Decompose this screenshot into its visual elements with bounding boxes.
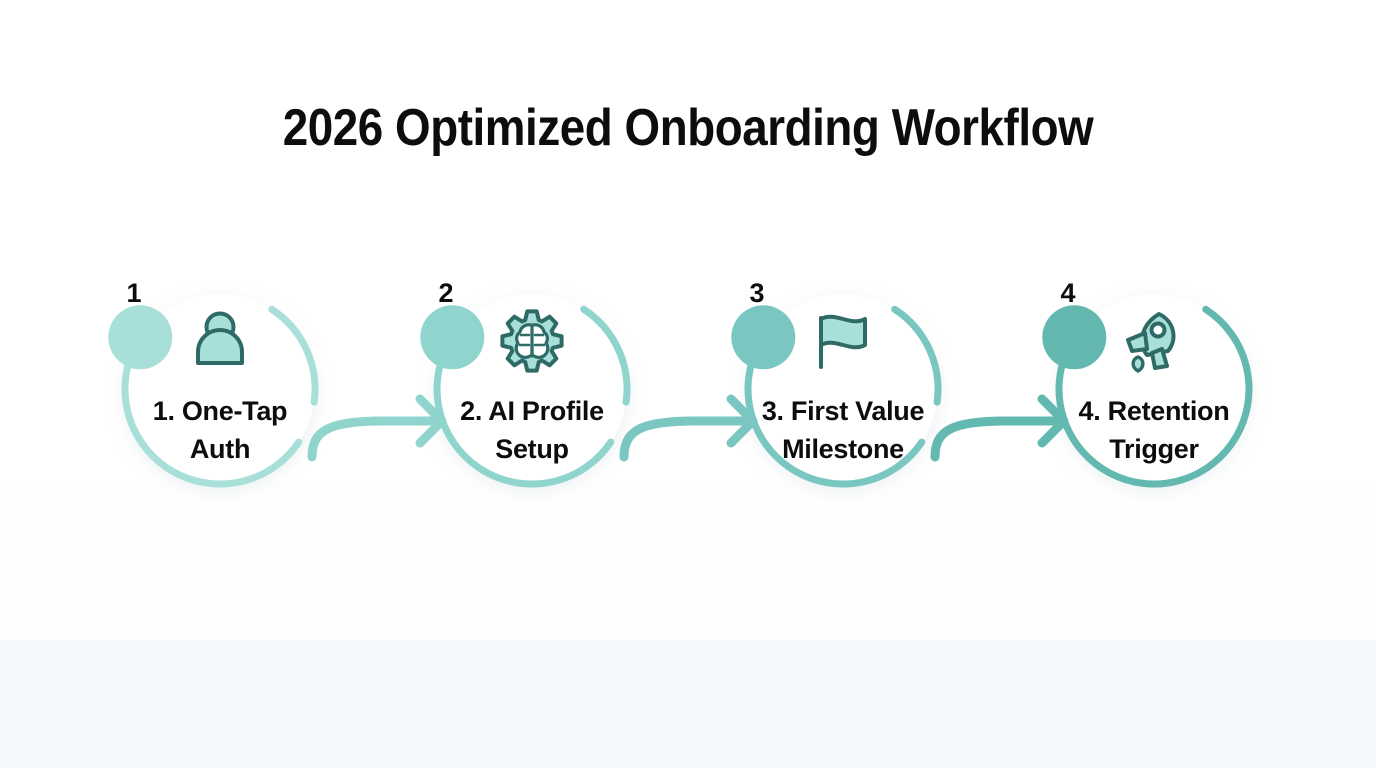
step-ring-1-seg-1 [268, 305, 319, 406]
rocket-icon [1126, 312, 1176, 373]
step-badge-3[interactable] [731, 305, 796, 370]
step-ring-3-seg-2 [744, 345, 926, 488]
step-badge-number-2: 2 [438, 278, 454, 308]
step-ring-3-seg-1 [891, 305, 942, 406]
background-lower-band [0, 640, 1376, 768]
person-icon [196, 311, 244, 365]
step-ring-2-seg-2 [433, 345, 615, 488]
step-ring-1-seg-2 [121, 345, 303, 488]
step-badge-1[interactable] [108, 305, 173, 370]
gear-brain-icon [500, 309, 564, 373]
connector-3-to-4 [930, 416, 1067, 462]
step-label-4: 4. Retention Trigger [1078, 396, 1230, 464]
step-badge-number-1: 1 [126, 278, 142, 308]
step-badge-2[interactable] [420, 305, 485, 370]
step-badge-number-3: 3 [749, 278, 765, 308]
flag-icon [819, 314, 867, 369]
step-badge-4[interactable] [1042, 305, 1107, 370]
step-circle-2[interactable] [437, 294, 627, 484]
step-ring-4-seg-1 [1055, 305, 1253, 488]
step-label-3: 3. First Value Milestone [761, 396, 925, 464]
step-circle-3[interactable] [748, 294, 938, 484]
step-badge-number-4: 4 [1060, 278, 1076, 308]
connector-1-to-2 [307, 416, 445, 462]
step-circle-4[interactable] [1059, 294, 1249, 484]
page-title: 2026 Optimized Onboarding Workflow [282, 99, 1094, 157]
step-ring-2-seg-1 [580, 305, 631, 406]
step-label-1: 1. One-Tap Auth [152, 396, 288, 464]
step-label-2: 2. AI Profile Setup [460, 396, 604, 464]
step-circle-1[interactable] [125, 294, 315, 484]
connector-2-to-3 [619, 416, 756, 462]
